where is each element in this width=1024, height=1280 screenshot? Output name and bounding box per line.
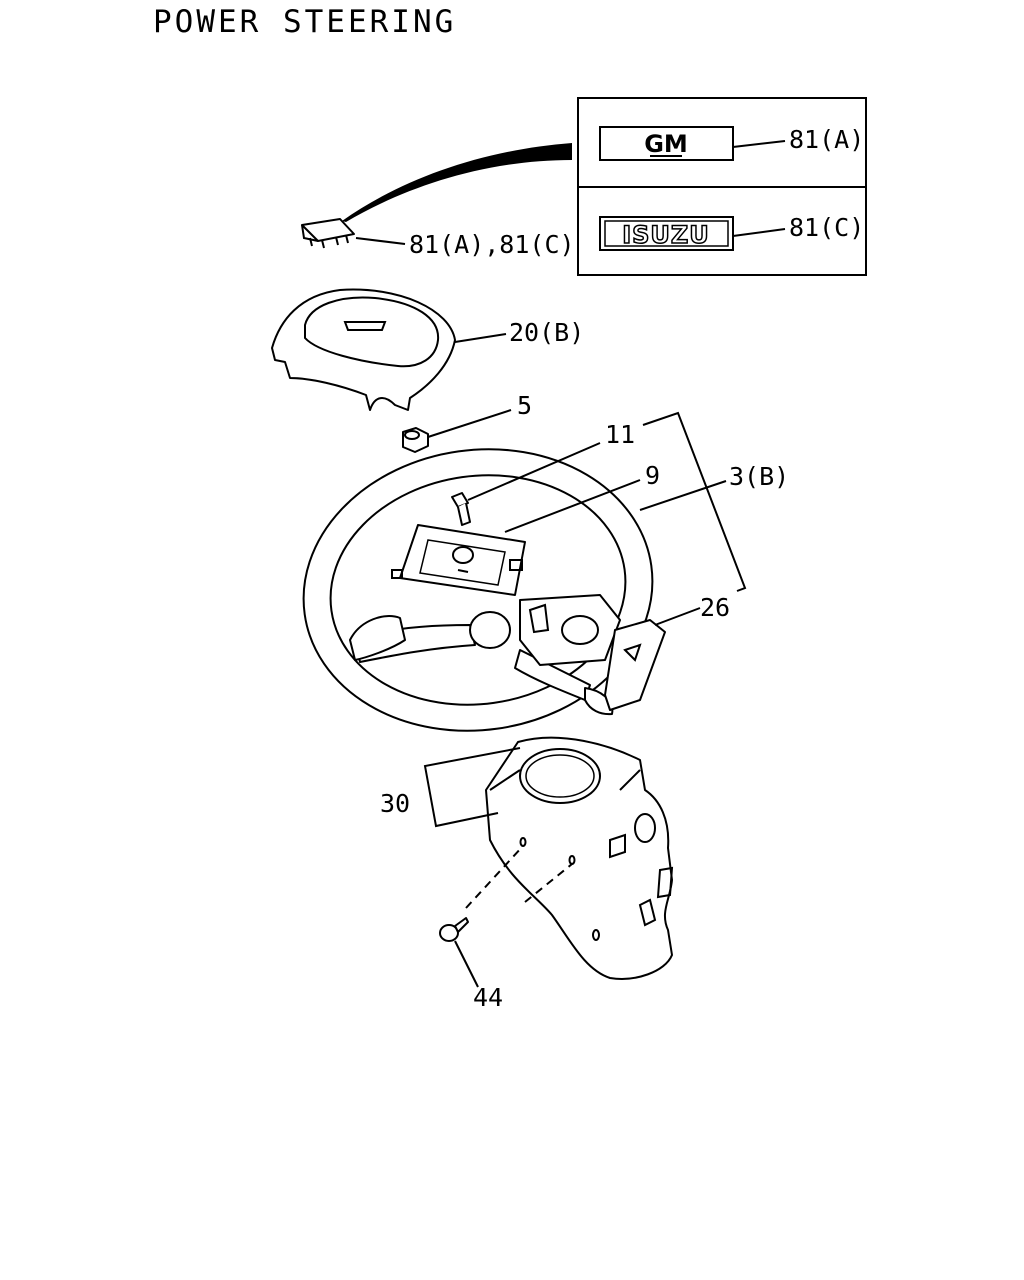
- isuzu-emblem-text: ISUZU: [622, 221, 710, 249]
- callout-44: 44: [473, 983, 503, 1012]
- grouping-bracket: [642, 411, 747, 592]
- steering-wheel-part: 3(B): [302, 448, 789, 732]
- horn-pad-part: 20(B): [271, 288, 584, 411]
- column-cover-part: 30: [380, 736, 674, 980]
- callout-5: 5: [517, 391, 532, 420]
- callout-9: 9: [645, 461, 660, 490]
- gm-emblem-text: GM: [644, 130, 688, 158]
- callout-81c: 81(C): [789, 213, 864, 242]
- bolt-part: 11: [451, 420, 635, 526]
- nut-part: 5: [402, 391, 532, 453]
- switch-part: 26: [604, 593, 730, 711]
- gm-emblem: GM: [599, 126, 734, 161]
- emblem-pointer-swoosh: [342, 143, 572, 222]
- mounting-plate-part: 9: [391, 461, 660, 596]
- callout-11: 11: [605, 420, 635, 449]
- callout-81a: 81(A): [789, 125, 864, 154]
- callout-30: 30: [380, 789, 410, 818]
- callout-3b: 3(B): [729, 462, 789, 491]
- emblem-inset-box: GM ISUZU 81(A) 81(C): [577, 97, 867, 276]
- emblem-part: 81(A),81(C): [301, 218, 575, 259]
- isuzu-emblem: ISUZU: [599, 216, 734, 251]
- screw-part: 44: [439, 845, 573, 1012]
- diagram-title: POWER STEERING: [153, 4, 457, 40]
- callout-26: 26: [700, 593, 730, 622]
- callout-20b: 20(B): [509, 318, 584, 347]
- callout-81a-81c: 81(A),81(C): [409, 230, 575, 259]
